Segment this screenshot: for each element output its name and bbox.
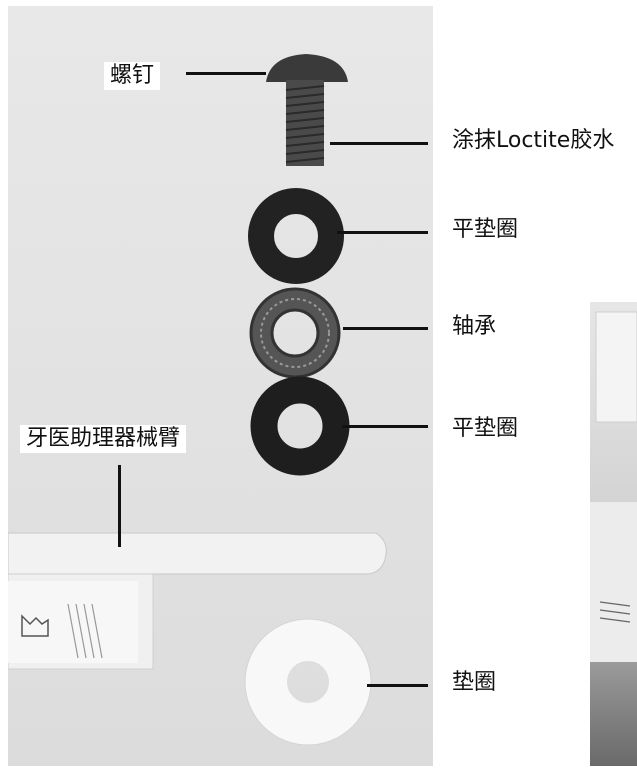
label-flat-washer-1: 平垫圈 <box>452 217 519 242</box>
leader-flat-washer-1 <box>337 231 428 234</box>
leader-arm <box>118 465 121 547</box>
flat-washer-bottom <box>250 376 350 476</box>
label-arm: 牙医助理器械臂 <box>20 425 187 453</box>
leader-loctite <box>330 142 428 145</box>
label-flat-washer-2: 平垫圈 <box>452 416 519 441</box>
leader-screw <box>186 72 266 75</box>
label-screw: 螺钉 <box>104 62 161 90</box>
flat-washer-top <box>248 188 344 284</box>
white-washer <box>245 619 371 745</box>
leader-washer <box>367 684 428 687</box>
label-loctite: 涂抹Loctite胶水 <box>452 128 615 153</box>
arm-sticker <box>8 581 138 663</box>
side-photo <box>590 302 637 766</box>
leader-flat-washer-2 <box>342 425 428 428</box>
main-photo <box>8 6 433 766</box>
parts-illustration <box>8 54 387 746</box>
factory-icon <box>21 614 49 637</box>
label-washer: 垫圈 <box>452 670 497 695</box>
arm-plate <box>8 532 387 575</box>
leader-bearing <box>343 327 428 330</box>
label-bearing: 轴承 <box>452 314 497 339</box>
screw-head <box>266 54 348 82</box>
